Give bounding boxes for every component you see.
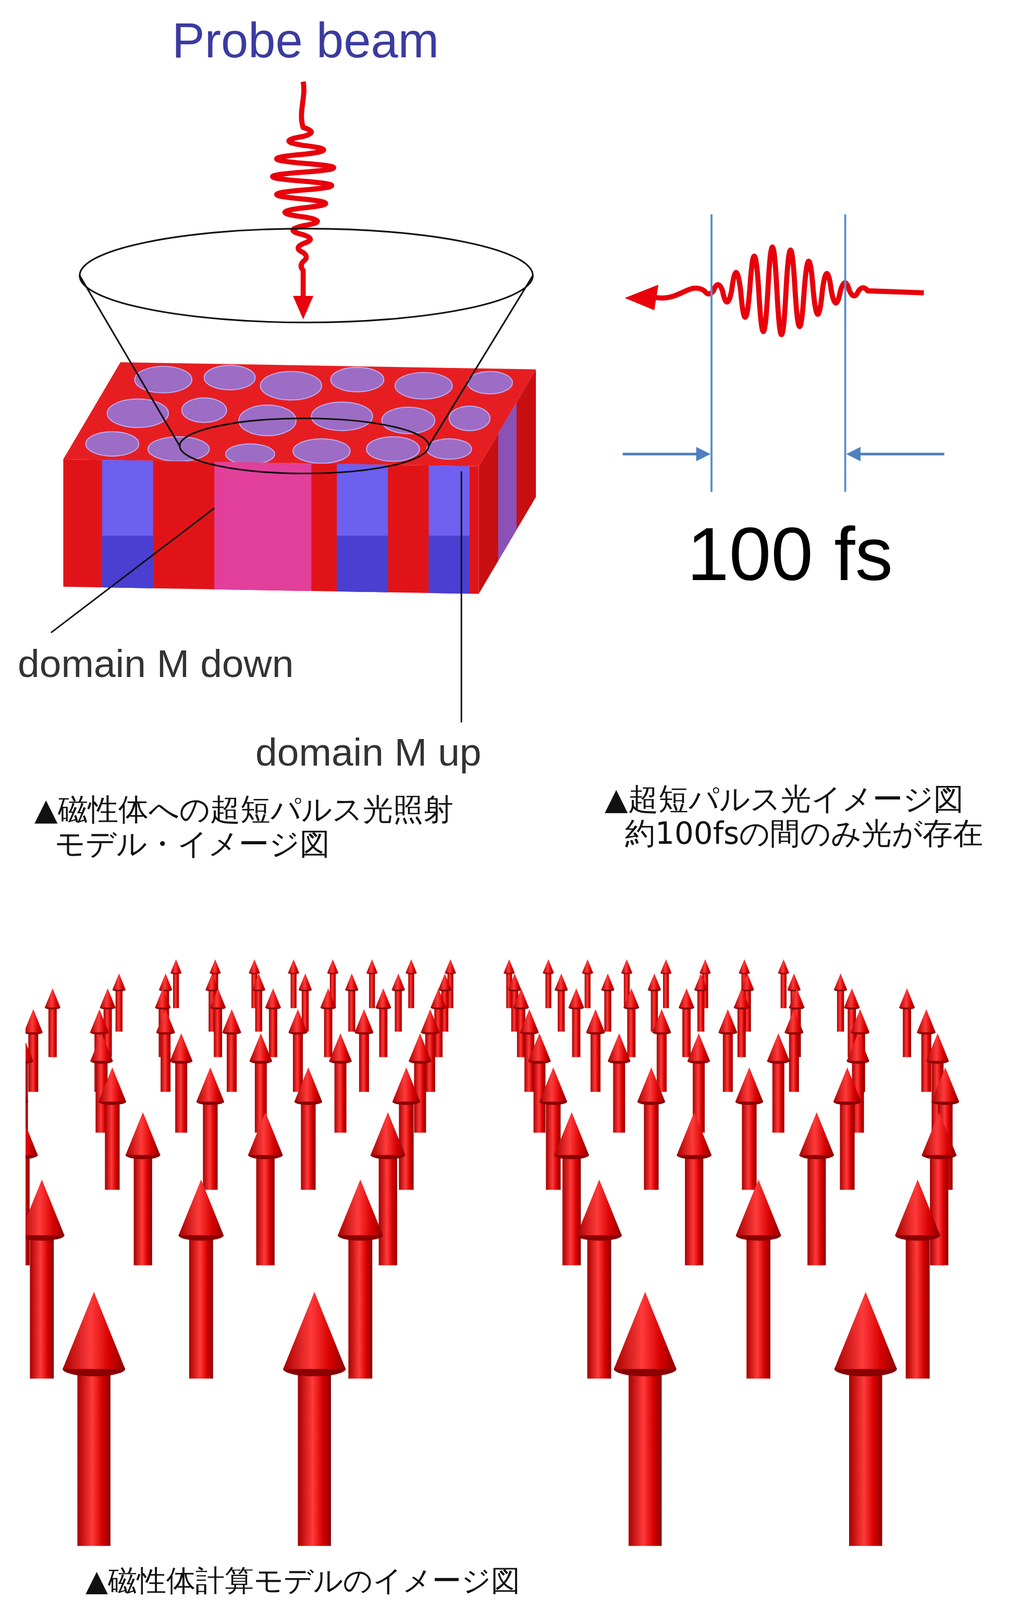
magnetic-slab <box>63 357 536 603</box>
probe-pulse <box>272 81 335 320</box>
spin-arrows <box>25 959 971 1546</box>
ultrashort-pulse <box>624 247 925 335</box>
domain-label: domain M down <box>17 641 294 686</box>
domain-label: domain M up <box>255 729 482 775</box>
beam-label: Probe beam <box>172 12 439 69</box>
figure-caption: ▲磁性体への超短パルス光照射 モデル・イメージ図 <box>34 792 504 862</box>
beam-cone <box>79 228 534 474</box>
figure-caption: ▲磁性体計算モデルのイメージ図 <box>85 1564 521 1598</box>
duration-label: 100 fs <box>686 510 893 598</box>
figure-caption: ▲超短パルス光イメージ図 約100fsの間のみ光が存在 <box>604 781 1012 851</box>
duration-marker <box>622 214 945 493</box>
